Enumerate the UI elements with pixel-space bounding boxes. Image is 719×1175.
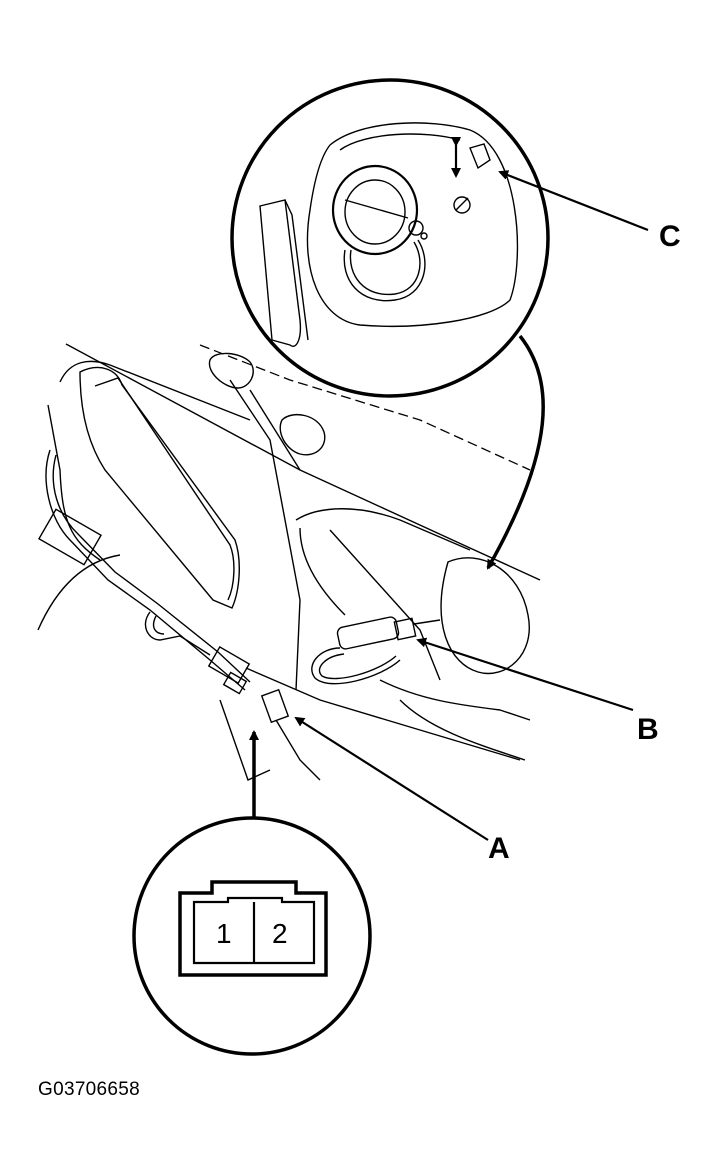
leader-b bbox=[416, 637, 634, 712]
figure-code: G03706658 bbox=[38, 1079, 141, 1100]
callout-label-c: C bbox=[659, 220, 681, 253]
callout-label-a: A bbox=[488, 832, 510, 865]
fuel-cap-detail bbox=[230, 78, 550, 398]
body-panel-drawing bbox=[37, 343, 541, 781]
connector-pin-2: 2 bbox=[272, 918, 288, 949]
leader-c bbox=[498, 170, 649, 232]
callout-label-b: B bbox=[637, 713, 659, 746]
detail-arrow bbox=[486, 334, 545, 570]
connector-pin-1: 1 bbox=[216, 918, 232, 949]
connector-detail bbox=[132, 816, 372, 1056]
leader-a bbox=[294, 716, 489, 841]
